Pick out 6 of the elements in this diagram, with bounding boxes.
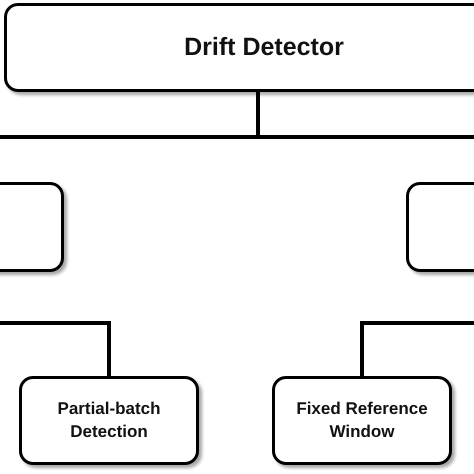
node-label: Drift Detector [183,32,345,64]
node-label: Fixed Reference Window [295,398,429,442]
process-box [4,3,474,92]
process-box [19,376,199,465]
process-box [272,376,452,465]
node-label: Partial-batch Detection [56,398,162,442]
